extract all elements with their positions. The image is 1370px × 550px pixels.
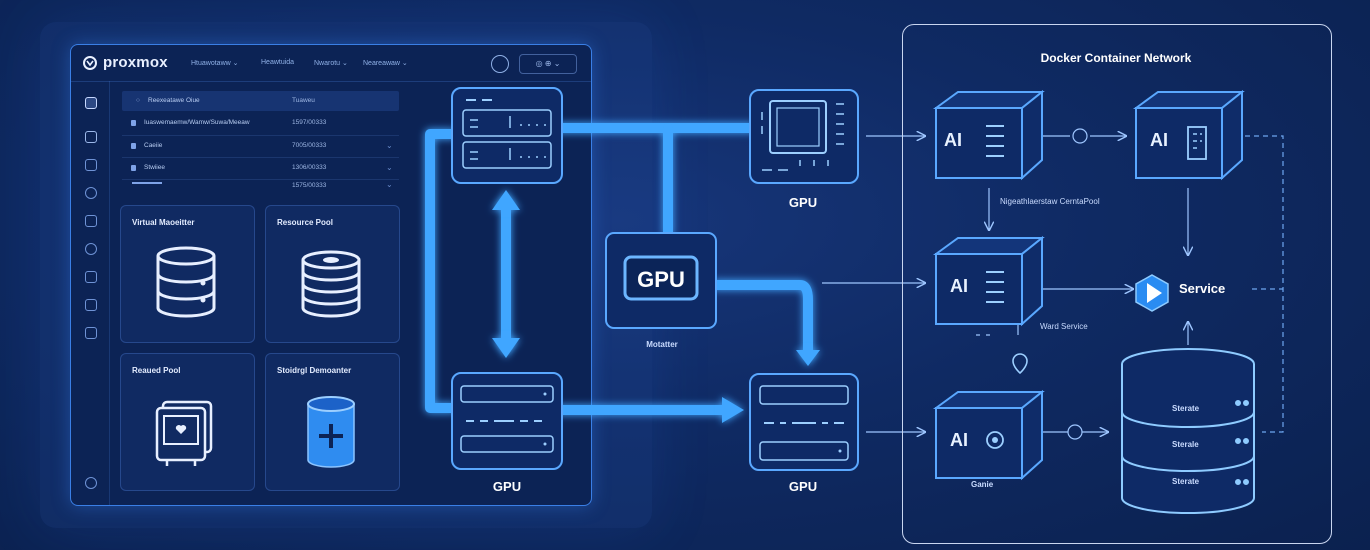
globe-icon[interactable]: [85, 187, 97, 199]
storage-icon[interactable]: [85, 131, 97, 143]
location-pin-icon: [1012, 353, 1028, 375]
row-id: 1575/00333: [292, 182, 327, 189]
clock-icon[interactable]: [491, 55, 509, 73]
gpu-monitor-node: [749, 89, 859, 184]
menu-item-3[interactable]: Nwarotu ⌄: [314, 60, 348, 67]
card-virtual-machine[interactable]: Virtual Maoeitter: [120, 205, 255, 343]
ai-cube-4: [932, 389, 1045, 481]
card-storage[interactable]: Stoidrgl Demoanter: [265, 353, 400, 491]
lock-icon[interactable]: [85, 299, 97, 311]
menu-item-1[interactable]: Htuawotaww ⌄: [191, 60, 239, 67]
card-reaued-pool[interactable]: Reaued Pool: [120, 353, 255, 491]
ai-cube-1: [932, 89, 1045, 181]
table-header-name: Reexeatawe Oiue: [148, 97, 200, 104]
storage-label-2: Sterale: [1172, 440, 1199, 449]
menu-item-2[interactable]: Heawtuida: [261, 59, 295, 66]
arrow-heads: [492, 190, 820, 423]
datacenter-icon[interactable]: [85, 97, 97, 109]
menu-item-4[interactable]: Neareawaw ⌄: [363, 60, 408, 67]
ai-label-1: AI: [944, 130, 962, 150]
server-node-bottom-right: [749, 373, 859, 471]
chevron-down-icon[interactable]: ⌄: [386, 180, 393, 189]
ward-service-label: Ward Service: [1040, 322, 1088, 331]
row-id: 7005/00333: [292, 142, 327, 149]
docker-arrows: [822, 128, 1188, 440]
service-label: Service: [1179, 281, 1226, 296]
table-row[interactable]: 1575/00333 ⌄: [122, 179, 399, 194]
ai-cube-2: [1132, 89, 1245, 181]
card-title: Virtual Maoeitter: [132, 218, 195, 227]
disk-icon[interactable]: [85, 327, 97, 339]
row-name: Stwiiee: [144, 164, 165, 171]
mail-icon[interactable]: [85, 159, 97, 171]
storage-stack: [1121, 348, 1255, 514]
ai-label-4: AI: [950, 430, 968, 450]
table-header-type: Tuaweu: [292, 97, 315, 104]
row-name: Iuaswemaemw/Wamw/Suwa/Meeaw: [144, 119, 250, 126]
shield-icon[interactable]: [85, 271, 97, 283]
table-row[interactable]: Stwiiee 1306/00333 ⌄: [122, 157, 399, 178]
disk-stack-icon: [301, 250, 361, 318]
table-header: ○ Reexeatawe Oiue Tuaweu: [122, 91, 399, 111]
box-icon[interactable]: [85, 215, 97, 227]
chevron-down-icon[interactable]: ⌄: [386, 163, 393, 172]
table-row[interactable]: Caeiie 7005/00333 ⌄: [122, 135, 399, 156]
gpu-bottom-right-label: GPU: [788, 479, 818, 494]
gpu-bottom-left-label: GPU: [492, 479, 522, 494]
gante-label: Ganie: [971, 480, 994, 489]
monitor-label: Motatter: [646, 340, 678, 349]
proxmox-sidebar: [71, 81, 110, 505]
docker-title: Docker Container Network: [1040, 51, 1192, 65]
row-id: 1597/00333: [292, 119, 327, 126]
ai-cube-3: [932, 235, 1045, 327]
row-bar: [132, 182, 162, 184]
server-node-bottom-left: [451, 372, 563, 470]
chevron-down-icon[interactable]: ⌄: [386, 141, 393, 150]
user-menu-button[interactable]: ◎ ⊕ ⌄: [519, 54, 577, 74]
service-play-icon: [1135, 274, 1169, 312]
gpu-center-label: GPU: [637, 267, 685, 292]
proxmox-logo-icon: [83, 56, 97, 70]
row-name: Caeiie: [144, 142, 163, 149]
docker-network-frame: [902, 24, 1332, 544]
refresh-icon[interactable]: [85, 243, 97, 255]
proxmox-topbar: proxmox Htuawotaww ⌄ Heawtuida Nwarotu ⌄…: [71, 45, 591, 82]
database-icon: [156, 246, 216, 318]
proxmox-brand: proxmox: [103, 54, 168, 71]
storage-label-1: Sterate: [1172, 404, 1200, 413]
settings-icon[interactable]: [85, 477, 97, 489]
gpu-top-right-label: GPU: [788, 195, 818, 210]
card-title: Resource Pool: [277, 218, 334, 227]
server-node-top: [451, 87, 563, 184]
card-title: Stoidrgl Demoanter: [277, 366, 352, 375]
gpu-connectors: [425, 123, 813, 415]
dashed-links: [1245, 135, 1284, 433]
ai-label-3: AI: [950, 276, 968, 296]
image-stack-icon: [155, 400, 213, 466]
row-id: 1306/00333: [292, 164, 327, 171]
card-title: Reaued Pool: [132, 366, 181, 375]
ai-label-2: AI: [1150, 130, 1168, 150]
add-storage-icon: [307, 396, 355, 468]
search-icon: ○: [136, 97, 140, 104]
pool-label: Nigeathlaerstaw CerntaPool: [1000, 197, 1100, 206]
storage-label-3: Sterate: [1172, 477, 1200, 486]
card-resource-pool[interactable]: Resource Pool: [265, 205, 400, 343]
table-row[interactable]: Iuaswemaemw/Wamw/Suwa/Meeaw 1597/00333: [122, 113, 399, 133]
gpu-center-node: [605, 232, 717, 329]
